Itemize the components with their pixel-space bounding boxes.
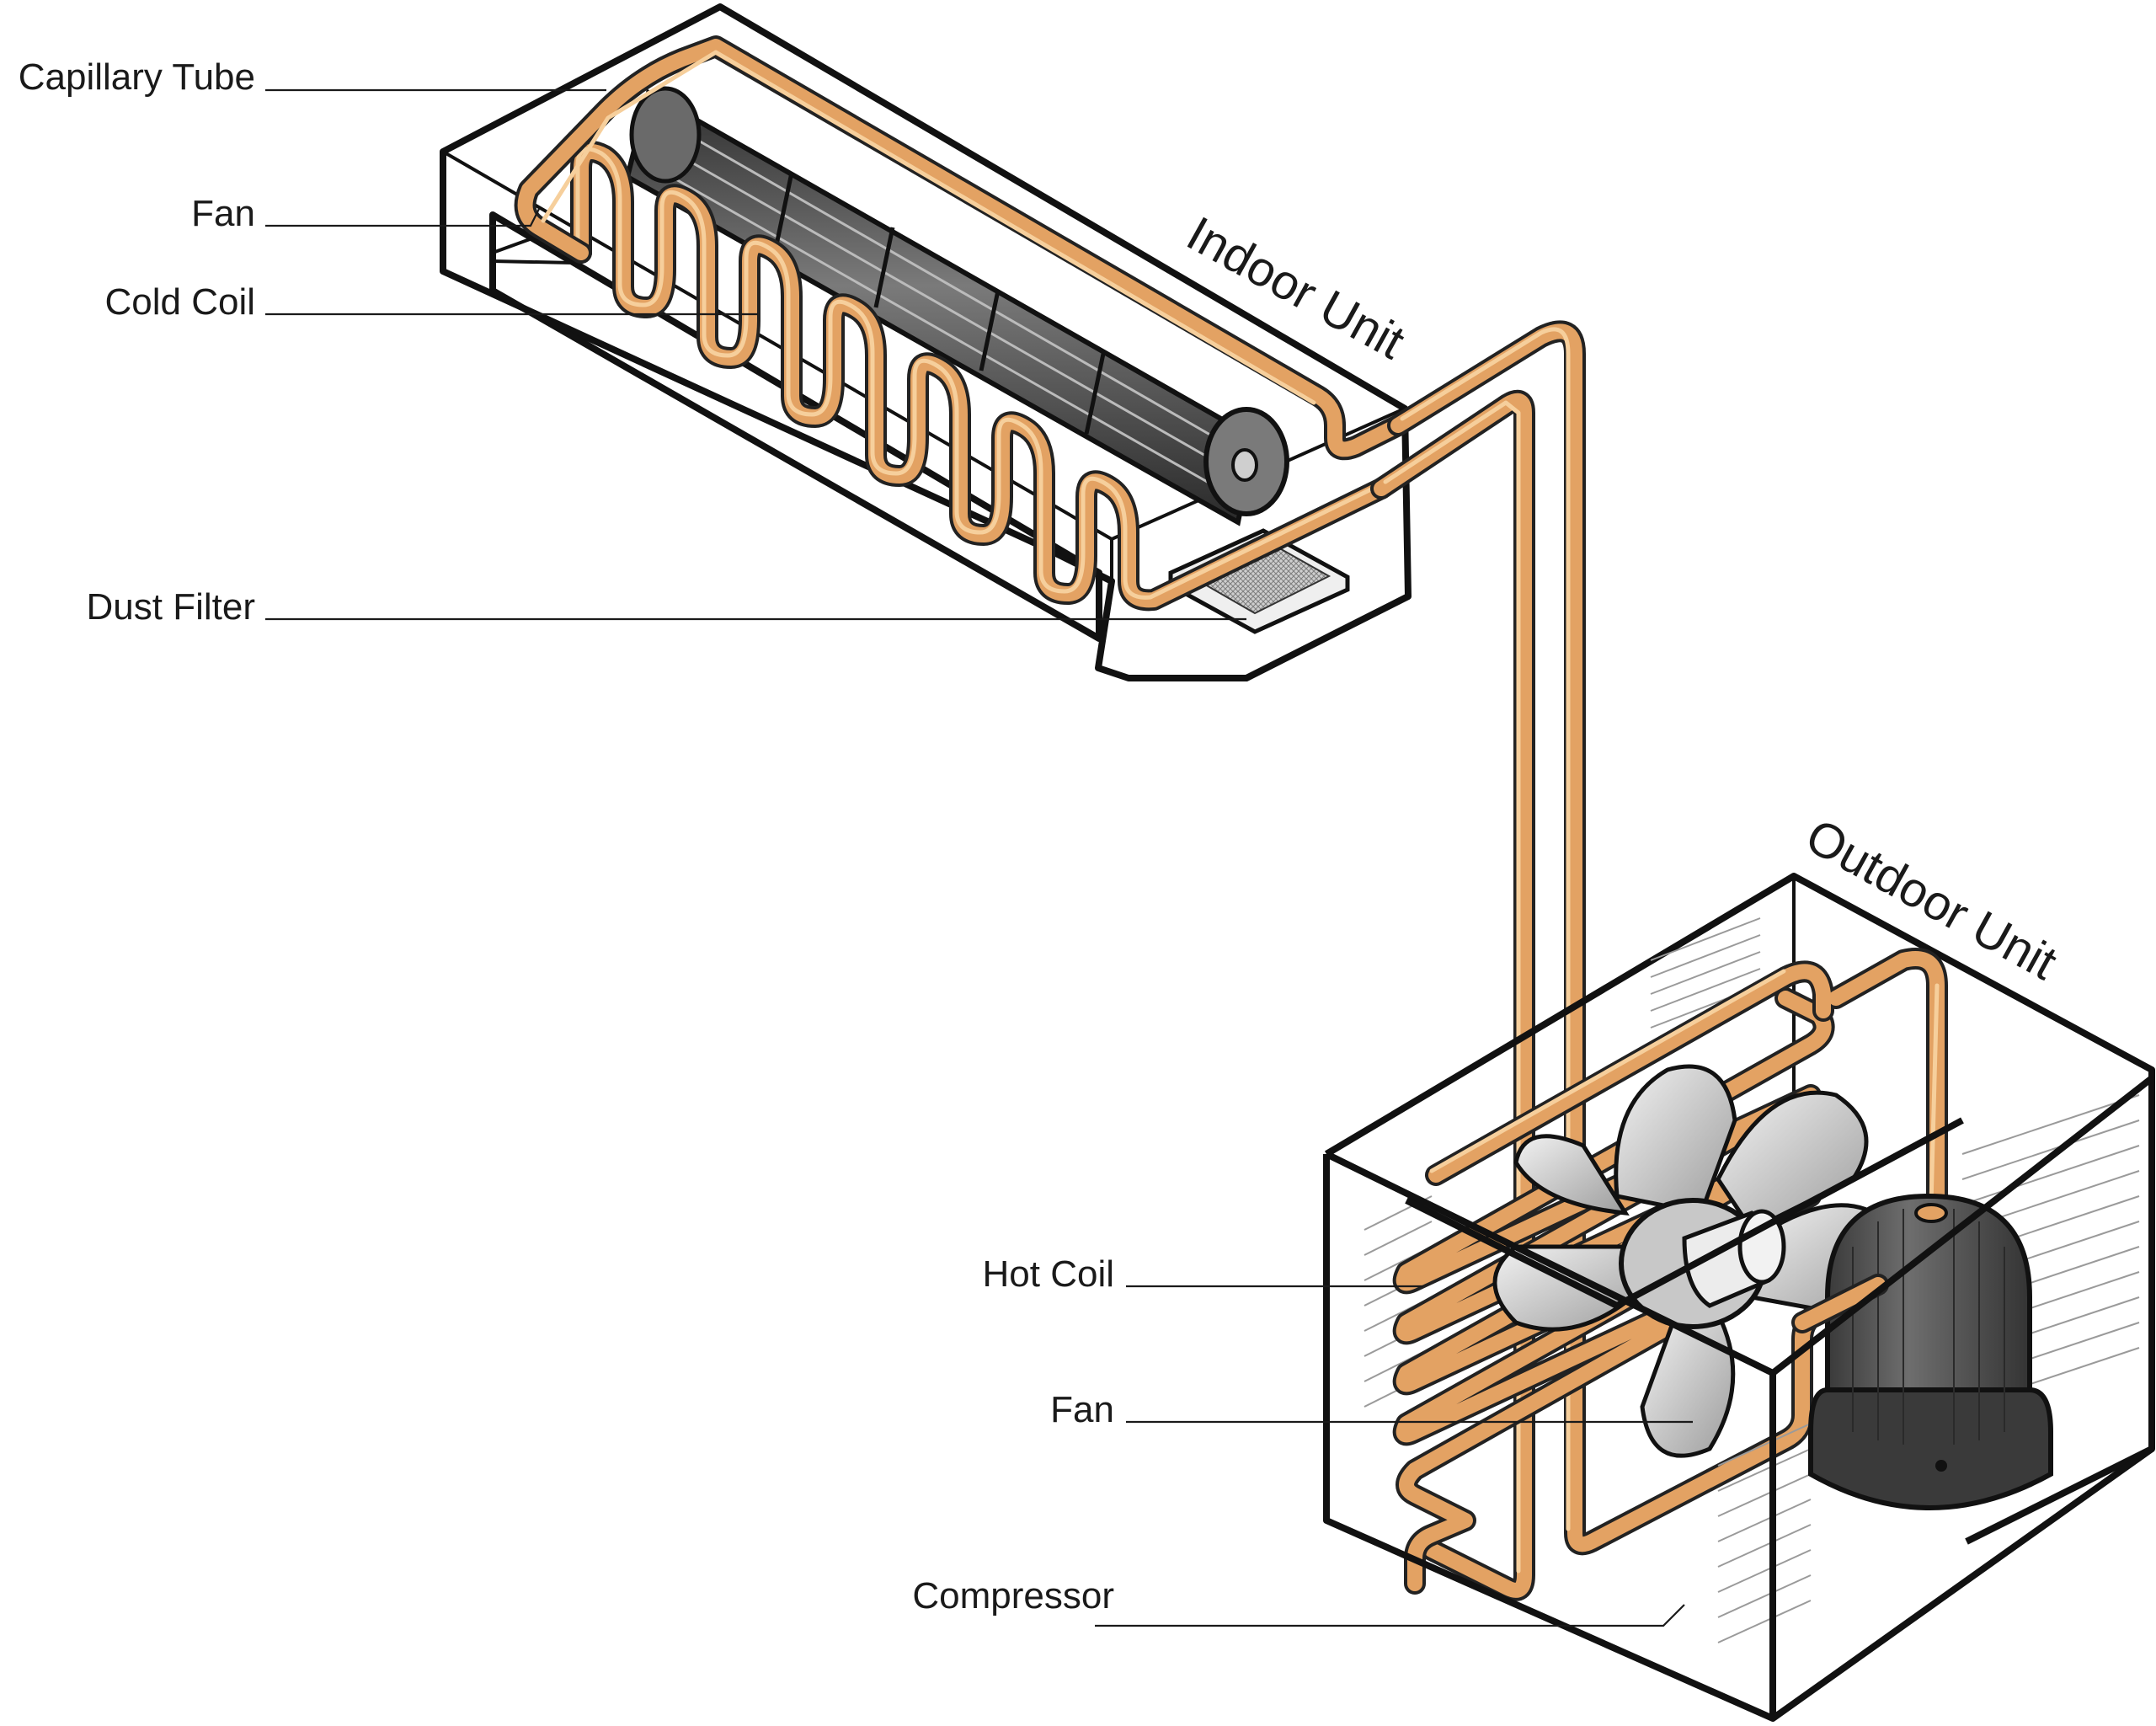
label-cold-coil: Cold Coil bbox=[104, 281, 255, 323]
label-dust-filter: Dust Filter bbox=[87, 586, 255, 628]
indoor-casing bbox=[440, 3, 1412, 681]
outdoor-unit bbox=[1323, 873, 2155, 1722]
cold-coil bbox=[570, 141, 1392, 612]
compressor bbox=[1808, 1193, 2053, 1510]
label-indoor-fan: Fan bbox=[191, 193, 255, 234]
labels: Capillary Tube Fan Cold Coil Dust Filter… bbox=[19, 56, 2066, 1616]
dust-filter bbox=[1168, 528, 1350, 634]
label-hot-coil: Hot Coil bbox=[983, 1253, 1115, 1295]
label-capillary-tube: Capillary Tube bbox=[19, 56, 255, 98]
label-outdoor-fan: Fan bbox=[1050, 1389, 1114, 1430]
outdoor-casing bbox=[1323, 1075, 2154, 1722]
hot-coil bbox=[1392, 948, 1948, 1595]
indoor-fan bbox=[624, 86, 1289, 526]
capillary-tube bbox=[514, 35, 1409, 461]
leader-lines bbox=[265, 88, 1693, 1627]
indoor-unit bbox=[440, 3, 1412, 681]
label-compressor: Compressor bbox=[912, 1575, 1114, 1616]
